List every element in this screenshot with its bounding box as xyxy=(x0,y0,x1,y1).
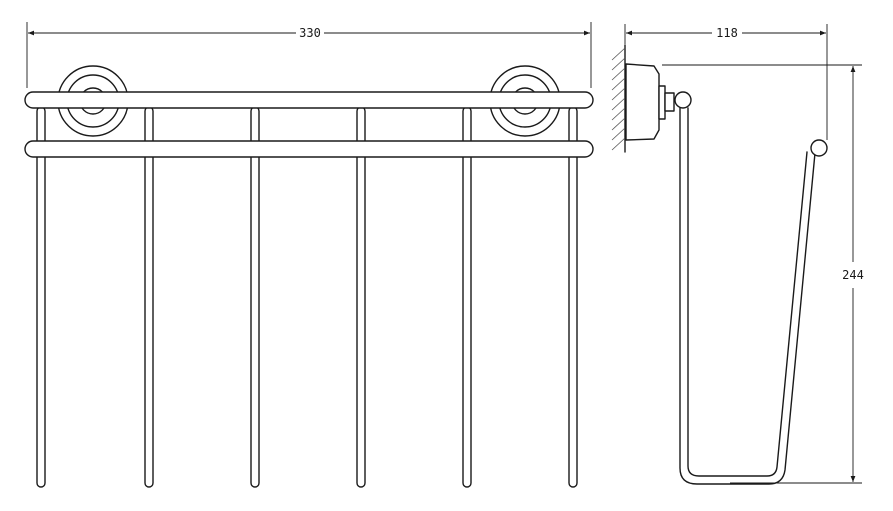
wire-3 xyxy=(250,106,260,488)
front-view: 330 xyxy=(24,22,594,488)
wall-bracket xyxy=(625,63,692,141)
wire-end-cap xyxy=(810,139,828,157)
wall-section xyxy=(611,44,626,153)
lower-rail xyxy=(24,140,594,158)
wire-2 xyxy=(144,106,154,488)
side-view: 118 244 xyxy=(611,24,864,485)
height-label: 244 xyxy=(842,268,864,282)
height-dimension: 244 xyxy=(662,64,864,484)
top-rail xyxy=(24,91,594,109)
basket-profile xyxy=(679,107,828,485)
wire-1 xyxy=(36,106,46,488)
wire-4 xyxy=(356,106,366,488)
depth-dimension: 118 xyxy=(624,24,828,140)
depth-label: 118 xyxy=(716,26,738,40)
width-dimension: 330 xyxy=(26,22,592,88)
width-label: 330 xyxy=(299,26,321,40)
wire-6 xyxy=(568,106,578,488)
vertical-wires xyxy=(36,106,578,488)
wire-5 xyxy=(462,106,472,488)
